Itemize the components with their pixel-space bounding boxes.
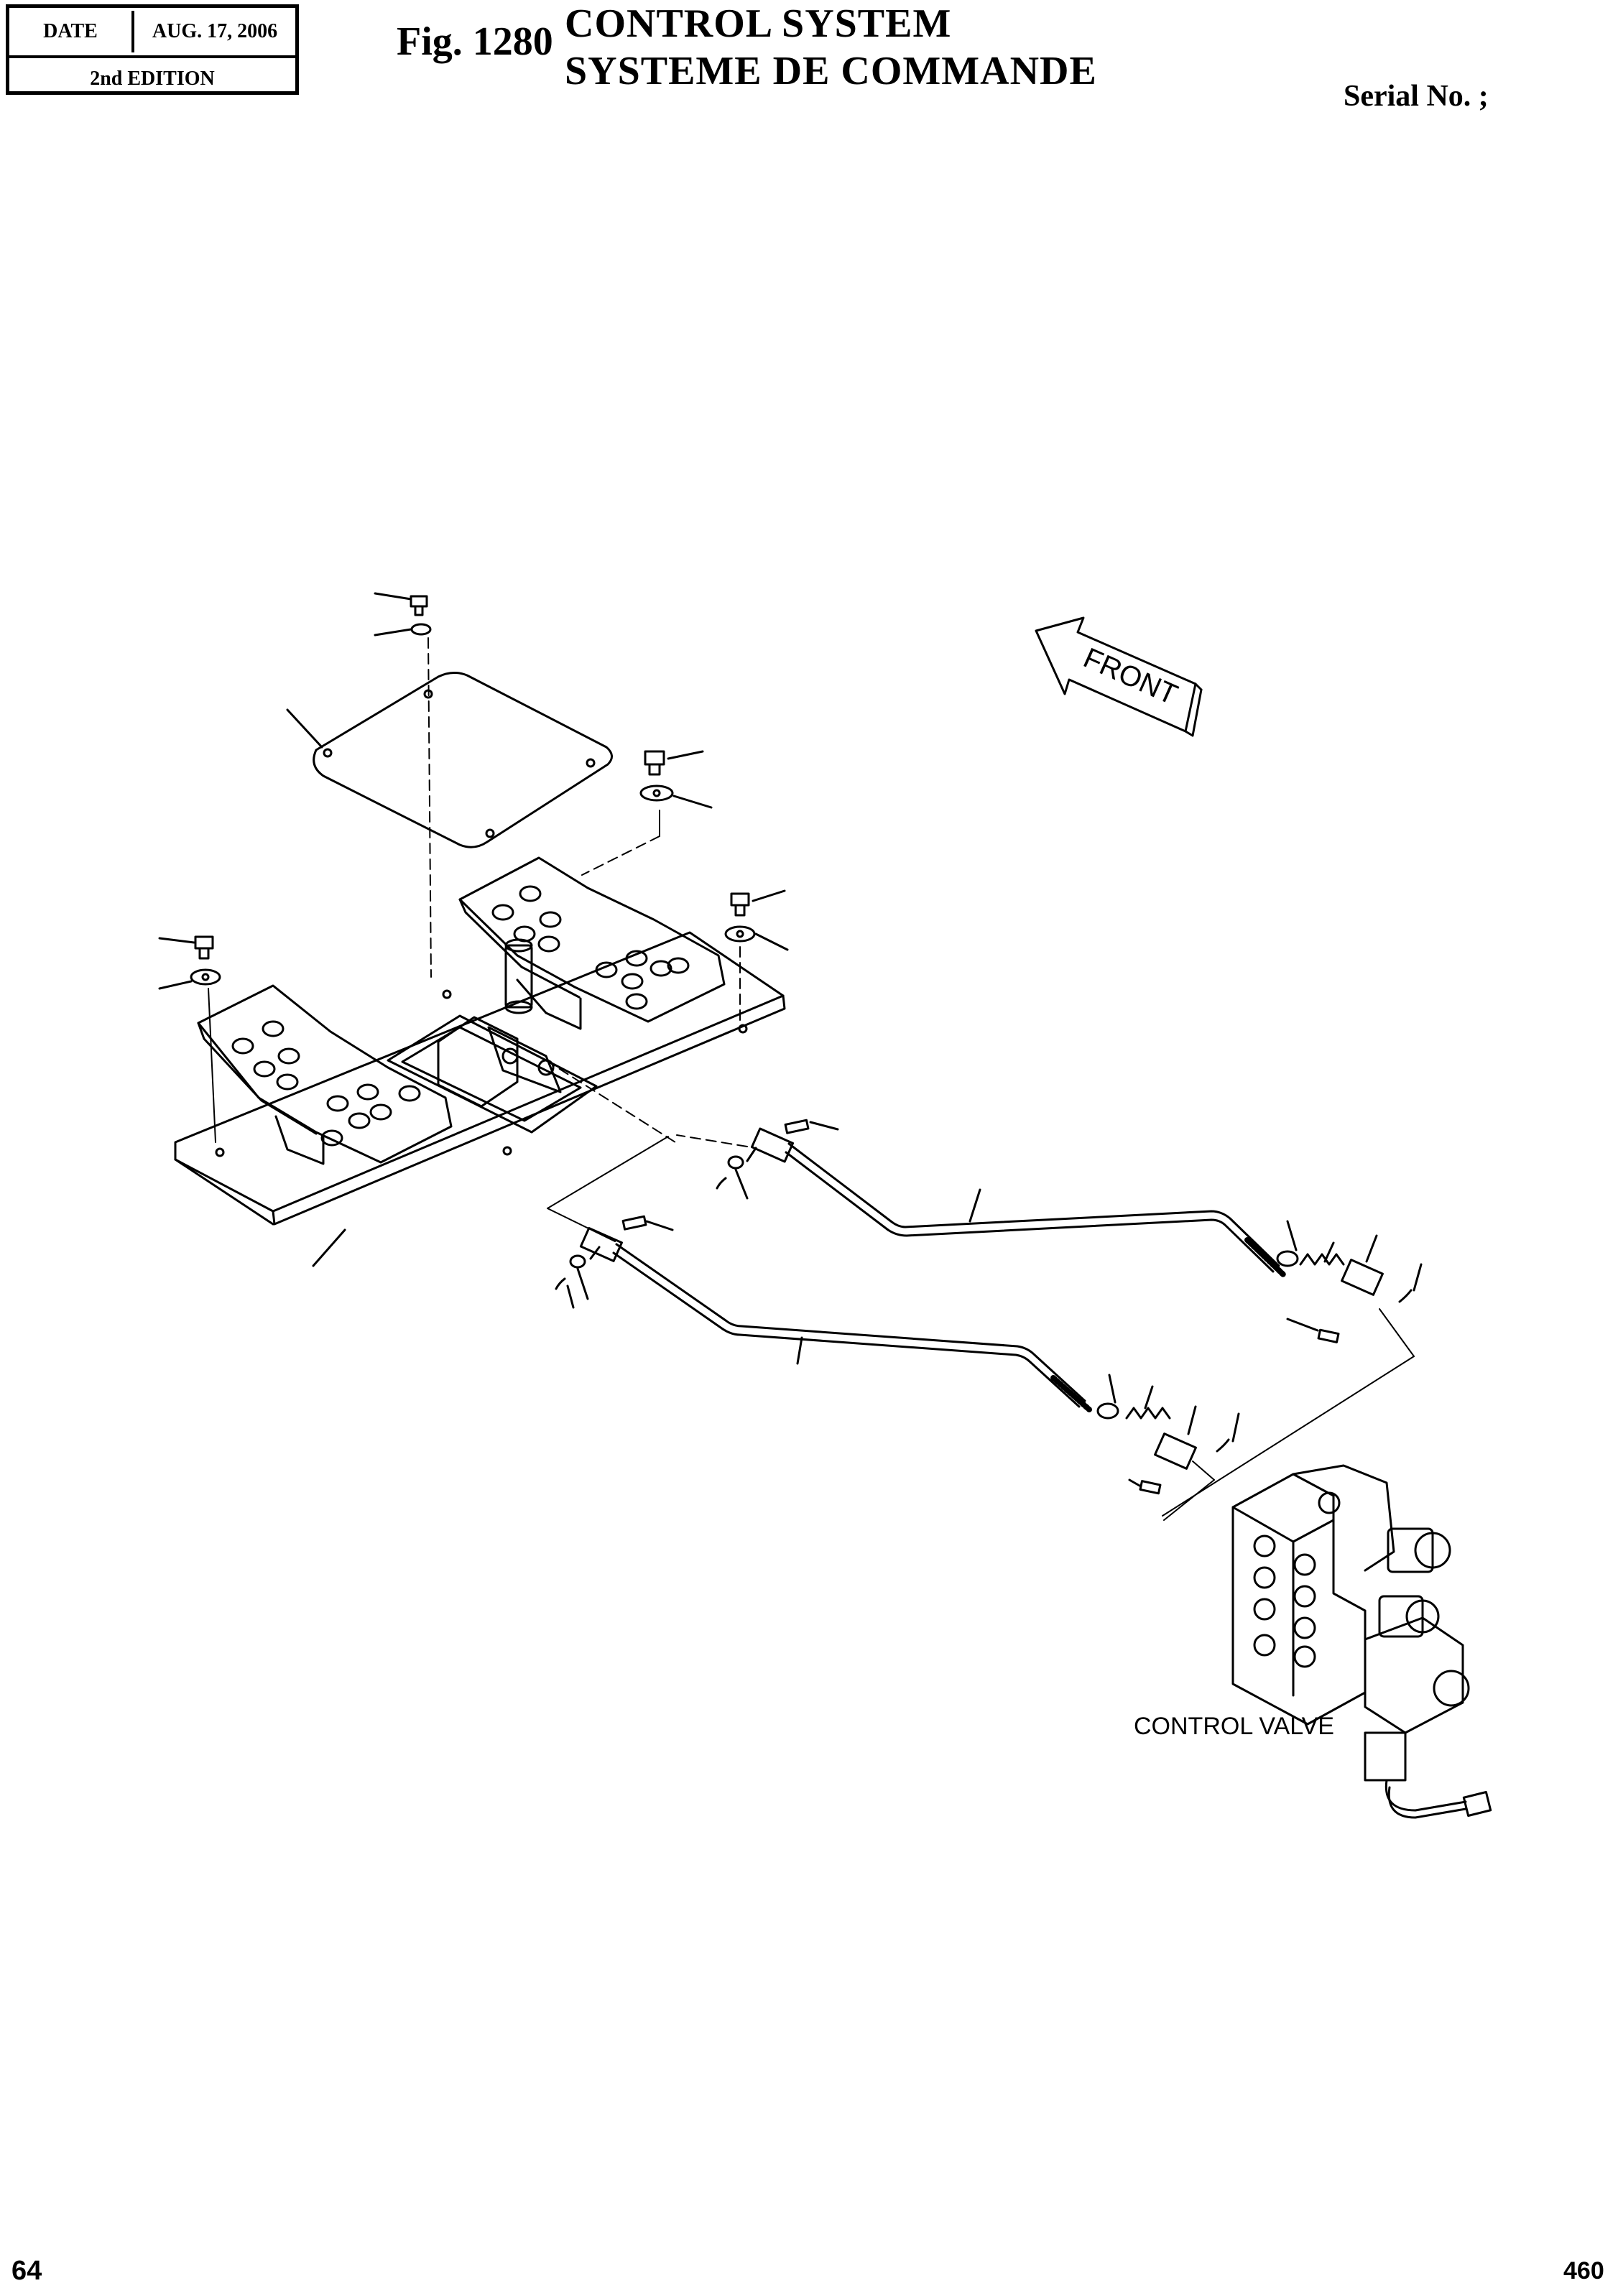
- lower-clevis-assembly: [1096, 1374, 1240, 1521]
- lower-rod-fittings: [555, 1215, 674, 1309]
- right-pedal: [458, 856, 726, 1030]
- serial-number-label: Serial No. ;: [1344, 80, 1489, 113]
- page-number-left: 64: [11, 2256, 42, 2286]
- front-label: FRONT: [1079, 642, 1183, 711]
- figure-number: Fig. 1280: [397, 19, 553, 64]
- left-pedal: [197, 984, 453, 1165]
- cover-plate: [286, 637, 613, 978]
- header-edition-row: 2nd EDITION: [9, 55, 295, 100]
- edition-label: 2nd EDITION: [90, 68, 215, 90]
- front-direction-arrow: FRONT: [1035, 616, 1203, 737]
- control-valve-label: CONTROL VALVE: [1134, 1713, 1334, 1740]
- pedal-bolt-right-upper: [581, 750, 713, 876]
- page-number-right: 460: [1563, 2257, 1604, 2285]
- cover-bolt: [374, 592, 432, 637]
- pedal-bolt-left: [158, 935, 221, 1143]
- pedal-bolt-far-right: [724, 889, 789, 1021]
- date-label: DATE: [9, 11, 134, 52]
- pedal-base-plate: [174, 931, 786, 1267]
- header-date-row: DATE AUG. 17, 2006: [9, 11, 295, 52]
- title-french: SYSTEME DE COMMANDE: [565, 49, 1097, 93]
- figure-title: CONTROL SYSTEM SYSTEME DE COMMANDE: [565, 0, 1097, 95]
- control-valve-body: [1231, 1464, 1492, 1819]
- title-english: CONTROL SYSTEM: [565, 1, 952, 46]
- header-info-box: DATE AUG. 17, 2006 2nd EDITION: [6, 4, 299, 95]
- pedal-pivot-assembly: [437, 938, 676, 1143]
- date-value: AUG. 17, 2006: [152, 20, 278, 42]
- upper-rod-fittings: [716, 1119, 839, 1200]
- upper-clevis-assembly: [1162, 1220, 1423, 1517]
- control-rod-lower: [547, 1136, 1092, 1412]
- control-rod-upper: [676, 1127, 1286, 1277]
